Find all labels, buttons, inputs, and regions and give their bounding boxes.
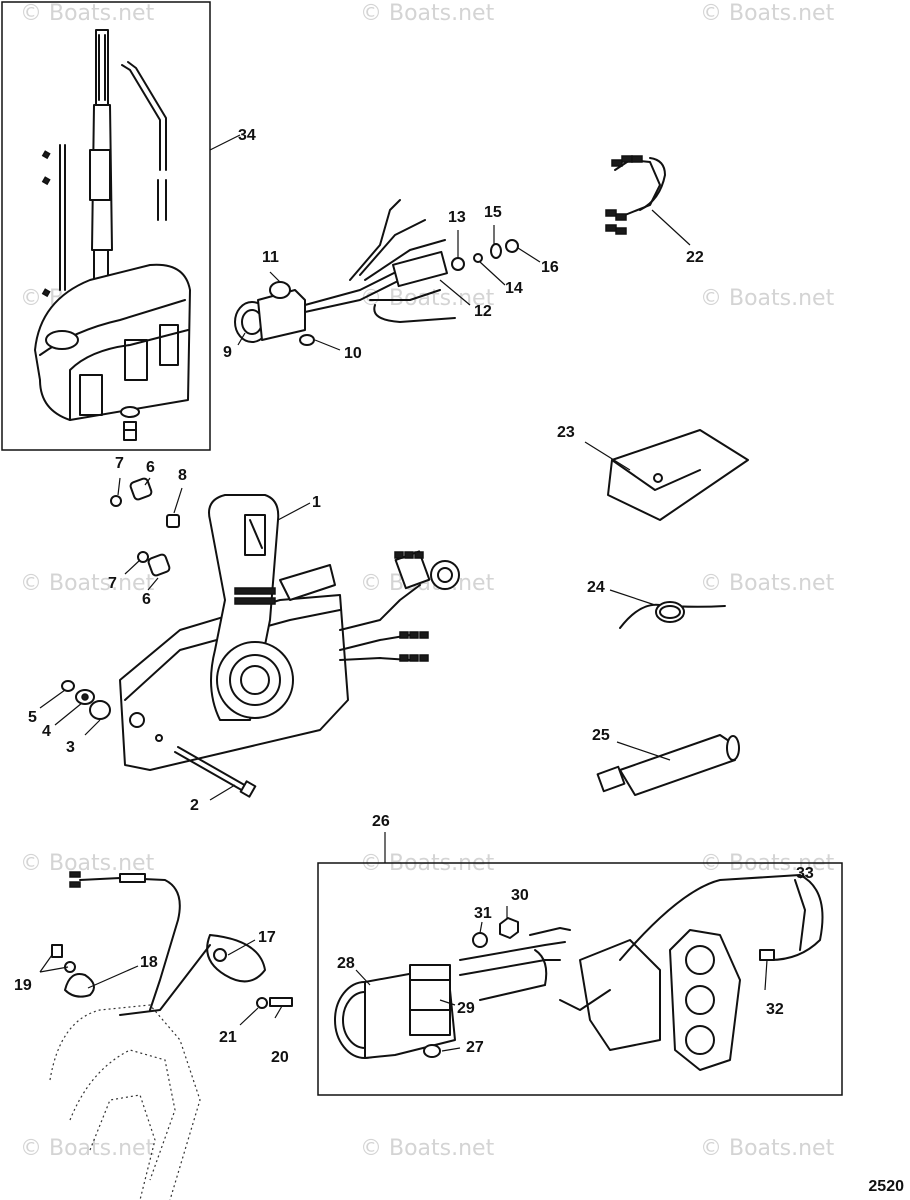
watermark: © Boats.net bbox=[20, 851, 155, 876]
callout-17: 17 bbox=[258, 929, 276, 946]
callout-33: 33 bbox=[796, 865, 814, 882]
callout-2: 2 bbox=[190, 797, 199, 814]
callout-22: 22 bbox=[686, 249, 704, 266]
callout-3: 3 bbox=[66, 739, 75, 756]
part-24-wire-coil bbox=[619, 601, 726, 629]
callout-18: 18 bbox=[140, 954, 158, 971]
part-34-shaft-assembly bbox=[34, 29, 191, 441]
watermark: © Boats.net bbox=[20, 571, 155, 596]
page-number: 2520 bbox=[868, 1178, 904, 1195]
callout-8: 8 bbox=[178, 467, 187, 484]
callout-24: 24 bbox=[587, 579, 605, 596]
callout-14: 14 bbox=[505, 280, 523, 297]
callout-28: 28 bbox=[337, 955, 355, 972]
small-hardware-parts bbox=[61, 477, 180, 720]
kit-34-frame bbox=[1, 1, 211, 451]
leader-lines bbox=[39, 134, 809, 1052]
part-22-harness bbox=[605, 155, 666, 235]
callout-9: 9 bbox=[223, 344, 232, 361]
callout-4: 4 bbox=[42, 723, 51, 740]
callout-20: 20 bbox=[271, 1049, 289, 1066]
watermark: © Boats.net bbox=[700, 1136, 835, 1161]
key-switch-assembly bbox=[234, 199, 519, 346]
part-25-tube bbox=[596, 734, 740, 796]
callout-7a: 7 bbox=[115, 455, 124, 472]
callout-1: 1 bbox=[312, 494, 321, 511]
watermark: © Boats.net bbox=[20, 1, 155, 26]
callout-23: 23 bbox=[557, 424, 575, 441]
kit-26-frame bbox=[317, 862, 843, 1096]
callout-31: 31 bbox=[474, 905, 492, 922]
callout-29: 29 bbox=[457, 1000, 475, 1017]
callout-34: 34 bbox=[238, 127, 256, 144]
part-1-remote-control-box bbox=[119, 494, 460, 771]
watermark: © Boats.net bbox=[700, 286, 835, 311]
part-23-pouch bbox=[607, 429, 749, 521]
callout-7b: 7 bbox=[108, 575, 117, 592]
callout-27: 27 bbox=[466, 1039, 484, 1056]
callout-12: 12 bbox=[474, 303, 492, 320]
kit-26-gauge-assembly bbox=[334, 874, 824, 1071]
callout-30: 30 bbox=[511, 887, 529, 904]
watermark: © Boats.net bbox=[700, 1, 835, 26]
watermark: © Boats.net bbox=[360, 286, 495, 311]
callout-15: 15 bbox=[484, 204, 502, 221]
watermark: © Boats.net bbox=[360, 1, 495, 26]
connector-pins bbox=[394, 551, 429, 662]
callout-13: 13 bbox=[448, 209, 466, 226]
watermark: © Boats.net bbox=[360, 1136, 495, 1161]
callout-11: 11 bbox=[262, 249, 279, 266]
callout-6b: 6 bbox=[142, 591, 151, 608]
callout-25: 25 bbox=[592, 727, 610, 744]
callout-32: 32 bbox=[766, 1001, 784, 1018]
watermark: © Boats.net bbox=[20, 1136, 155, 1161]
callout-26: 26 bbox=[372, 813, 390, 830]
callout-21: 21 bbox=[219, 1029, 237, 1046]
callout-labels: 34 1 2 3 4 5 6 6 7 7 8 9 10 11 12 13 14 … bbox=[14, 127, 814, 1066]
watermark: © Boats.net bbox=[700, 571, 835, 596]
callout-19: 19 bbox=[14, 977, 32, 994]
callout-16: 16 bbox=[541, 259, 559, 276]
callout-10: 10 bbox=[344, 345, 362, 362]
callout-5: 5 bbox=[28, 709, 37, 726]
callout-6a: 6 bbox=[146, 459, 155, 476]
